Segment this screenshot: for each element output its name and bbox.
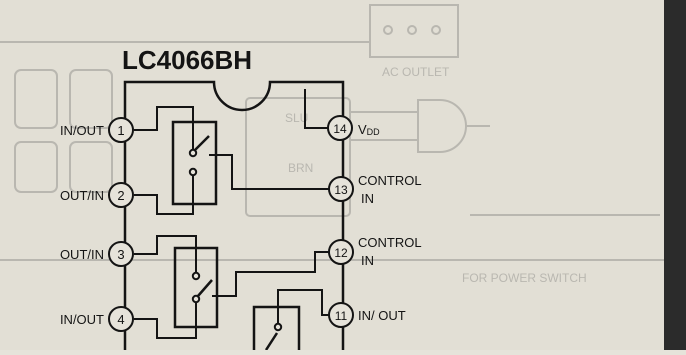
pin-1-circle [108, 117, 134, 143]
pin-11-label: IN/ OUT [358, 308, 406, 323]
pin-14-circle [327, 115, 353, 141]
pin-1-label: IN/OUT [60, 123, 104, 138]
wire-pin14 [304, 89, 328, 129]
pin-13: 13 CONTROL IN [328, 173, 422, 206]
pin-11-circle [328, 302, 354, 328]
pin-2-circle [108, 182, 134, 208]
pin-14: 14 VDD [327, 115, 380, 141]
pin-14-label-sub: DD [367, 127, 380, 137]
pin-12: 12 CONTROL IN [328, 235, 422, 268]
pin-12-label-line2: IN [361, 253, 374, 268]
pin-13-label-line2: IN [361, 191, 374, 206]
pin-14-label-main: V [358, 122, 367, 137]
wire-pin12 [212, 251, 329, 297]
chip-part-number: LC4066BH [122, 45, 252, 75]
chip-outline [123, 80, 345, 350]
switch-block-1 [171, 120, 218, 206]
switch-2-upper-contact [191, 271, 201, 281]
pin-1-number: 1 [117, 123, 124, 138]
ghost-component-1 [14, 69, 58, 129]
ghost-module [245, 97, 351, 217]
switch-1-blade [194, 135, 210, 151]
page-edge-shadow [664, 0, 686, 350]
ghost-text-brn: BRN [288, 161, 313, 175]
ghost-outlet-hole-2 [407, 25, 417, 35]
pin-3-number: 3 [117, 247, 124, 262]
chip-body [123, 80, 345, 350]
pin-2-label: OUT/IN [60, 188, 104, 203]
switch-1-box [171, 120, 218, 206]
switch-block-3 [252, 305, 301, 355]
ghost-outlet-hole-3 [431, 25, 441, 35]
pin-3: 3 OUT/IN [60, 241, 134, 267]
wire-pin3 [134, 235, 197, 262]
switch-2-lower-contact [191, 294, 201, 304]
pin-12-number: 12 [334, 246, 348, 260]
pin-13-number: 13 [334, 183, 348, 197]
pin-13-label: CONTROL [358, 173, 422, 188]
ghost-text-slu: SLU [285, 111, 308, 125]
pin-11: 11 IN/ OUT [328, 302, 406, 328]
switch-3-blade [264, 332, 279, 351]
switch-2-blade [197, 279, 213, 297]
pin-11-number: 11 [335, 309, 348, 323]
pin-12-label: CONTROL [358, 235, 422, 250]
ghost-ac-outlet-box [369, 4, 459, 58]
pin-13-circle [328, 176, 354, 202]
pin-4-circle [108, 306, 134, 332]
pin-2: 2 OUT/IN [60, 182, 134, 208]
pin-12-circle [328, 239, 354, 265]
ghost-outlet-hole-1 [383, 25, 393, 35]
wire-pin13 [209, 154, 329, 190]
pin-1: 1 IN/OUT [60, 117, 134, 143]
ghost-component-3 [14, 141, 58, 193]
ghost-text-power-switch: FOR POWER SWITCH [462, 271, 587, 285]
wire-pin2 [134, 186, 194, 215]
wiring [134, 89, 330, 339]
wire-pin1 [134, 106, 194, 139]
ghost-and-gate [417, 99, 467, 153]
wire-pin4 [134, 313, 197, 339]
switch-1-lower-contact [188, 167, 198, 177]
pin-2-number: 2 [117, 188, 124, 203]
ghost-component-4 [69, 141, 113, 193]
pin-3-label: OUT/IN [60, 247, 104, 262]
pin-4: 4 IN/OUT [60, 306, 134, 332]
ghost-text-ac-outlet: AC OUTLET [382, 65, 450, 79]
pin-4-label: IN/OUT [60, 312, 104, 327]
switch-3-upper-contact [273, 322, 283, 332]
pin-4-number: 4 [117, 312, 124, 327]
wire-pin11 [277, 289, 330, 316]
pin-3-circle [108, 241, 134, 267]
ghost-component-2 [69, 69, 113, 129]
pin-14-number: 14 [333, 122, 347, 136]
background-ghost-text: AC OUTLET SLU BRN FOR POWER SWITCH [285, 65, 587, 285]
switch-3-box [252, 305, 301, 355]
switch-1-upper-contact [188, 148, 198, 158]
pin-14-label: VDD [358, 122, 380, 137]
